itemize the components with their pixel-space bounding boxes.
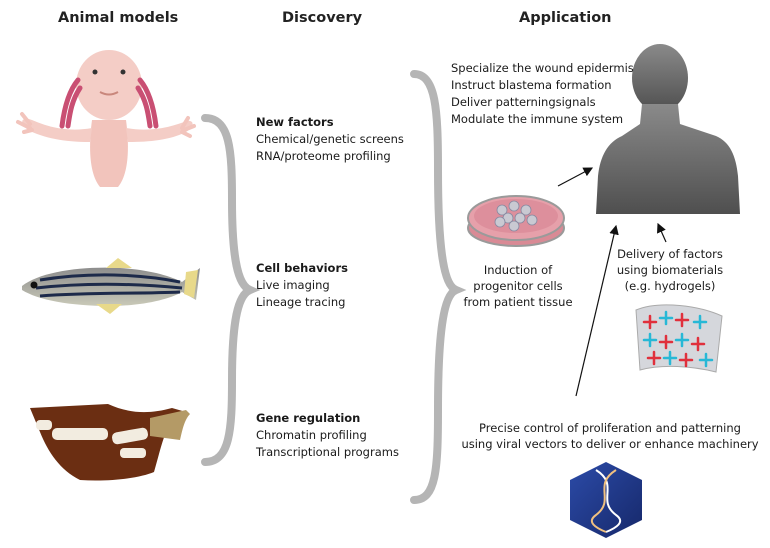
axolotl-icon <box>16 50 196 187</box>
discovery-gene-regulation: Gene regulation Chromatin profiling Tran… <box>256 410 399 461</box>
discovery-new-factors: New factors Chemical/genetic screens RNA… <box>256 114 404 165</box>
discovery-title: Gene regulation <box>256 411 361 425</box>
dna-hexagon-icon <box>570 462 642 538</box>
human-silhouette-icon <box>596 44 740 214</box>
caption-line: progenitor cells <box>473 279 563 293</box>
strategy-item: Modulate the immune system <box>451 112 624 126</box>
arrow-biomaterial-to-human <box>657 222 667 243</box>
strategy-item: Deliver patterningsignals <box>451 95 596 109</box>
discovery-brace <box>201 114 261 466</box>
zebrafish-icon <box>22 258 200 314</box>
viral-caption: Precise control of proliferation and pat… <box>460 420 760 452</box>
mouse-digit-icon <box>30 404 190 481</box>
application-brace <box>410 70 467 504</box>
header-discovery: Discovery <box>282 10 363 26</box>
arrow-dish-to-human <box>557 167 594 187</box>
progenitor-caption: Induction of progenitor cells from patie… <box>458 262 578 310</box>
caption-line: Delivery of factors <box>617 247 723 261</box>
discovery-cell-behaviors: Cell behaviors Live imaging Lineage trac… <box>256 260 348 311</box>
application-strategies: Specialize the wound epidermis Instruct … <box>451 60 634 128</box>
caption-line: Induction of <box>483 263 553 277</box>
strategy-item: Specialize the wound epidermis <box>451 61 634 75</box>
discovery-title: Cell behaviors <box>256 261 348 275</box>
biomaterial-caption: Delivery of factors using biomaterials (… <box>610 246 730 294</box>
header-application: Application <box>519 10 612 26</box>
discovery-item: RNA/proteome profiling <box>256 149 391 163</box>
petri-dish-icon <box>467 195 565 247</box>
caption-line: using viral vectors to deliver or enhanc… <box>461 437 759 451</box>
strategy-item: Instruct blastema formation <box>451 78 612 92</box>
discovery-item: Lineage tracing <box>256 295 346 309</box>
caption-line: Precise control of proliferation and pat… <box>479 421 741 435</box>
discovery-item: Live imaging <box>256 278 330 292</box>
discovery-item: Chromatin profiling <box>256 428 367 442</box>
header-animal-models: Animal models <box>58 10 179 26</box>
discovery-item: Chemical/genetic screens <box>256 132 404 146</box>
caption-line: (e.g. hydrogels) <box>624 279 716 293</box>
discovery-item: Transcriptional programs <box>256 445 399 459</box>
caption-line: from patient tissue <box>463 295 573 309</box>
hydrogel-icon <box>635 304 723 373</box>
discovery-title: New factors <box>256 115 334 129</box>
arrow-viral-to-human <box>575 224 619 397</box>
caption-line: using biomaterials <box>616 263 724 277</box>
